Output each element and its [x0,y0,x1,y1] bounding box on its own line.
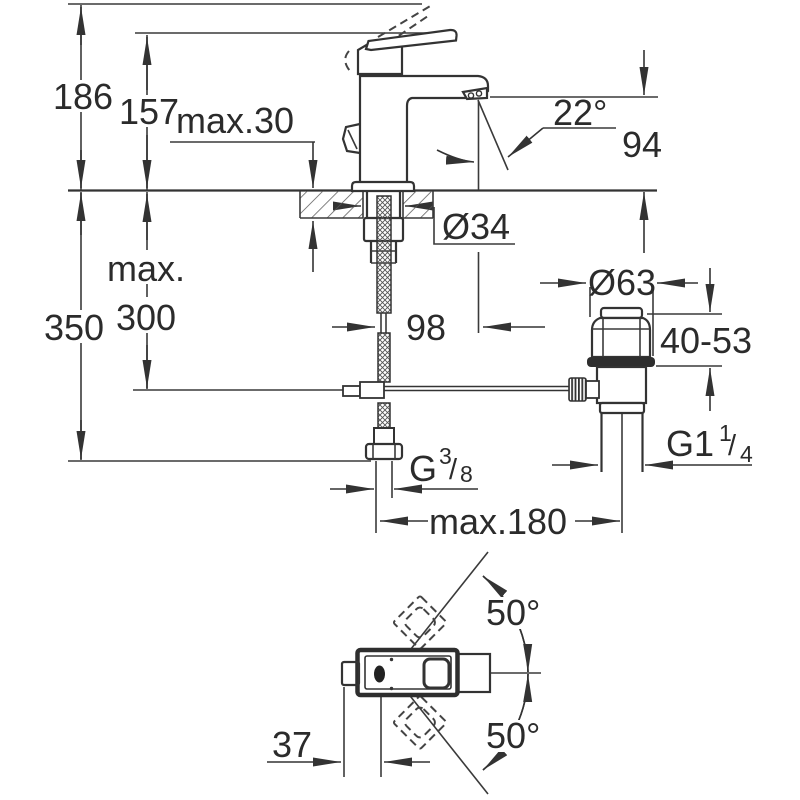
rod-connector [585,380,600,399]
faucet-body-spout [358,74,490,182]
label-depth-limit-2: 300 [116,297,176,338]
faucet-side-view [341,4,569,461]
svg-text:G1: G1 [666,423,714,464]
rod-knurled-knob [568,377,587,402]
countertop-section [299,191,434,219]
waste-lock-ring [598,401,646,415]
popup-knob-top [374,665,385,683]
label-swing-upper: 50° [486,592,540,633]
popup-rod [342,381,569,399]
label-backgrounds [42,80,544,752]
popup-actuator [341,122,361,155]
waste-plug-cap [599,306,644,320]
aerator-dot [475,90,483,97]
svg-text:1: 1 [719,420,732,446]
dimension-labels: 186 157 max.30 22° 94 Ø34 max. 300 350 9… [44,76,753,765]
handle-lever [364,28,458,52]
aerator-top [422,657,451,690]
dimension-arrows [76,7,752,771]
aerator-dot [467,92,475,99]
svg-text:/: / [728,430,737,462]
label-hole-diameter: Ø34 [442,206,510,247]
label-outlet-height: 94 [622,124,662,165]
rear-tab [340,660,361,687]
handle-rotated-dashed [392,595,448,750]
svg-text:3: 3 [439,443,452,469]
label-waste-thread: G1 1 / 4 [666,420,753,467]
svg-text:G: G [409,448,437,489]
popup-waste-assembly [568,306,655,472]
label-max-reach: max.180 [429,501,567,542]
waste-flange-gasket [587,357,655,367]
label-handle-offset: 37 [272,724,312,765]
base-plate [350,180,416,193]
label-depth-limit-1: max. [107,248,185,289]
label-spout-reach: 98 [406,307,446,348]
waste-upper-body [590,316,652,359]
svg-text:4: 4 [740,441,753,467]
label-waste-flange-diameter: Ø63 [588,262,656,303]
label-overall-depth: 350 [44,307,104,348]
label-supply-thread: G 3 / 8 [409,443,473,489]
label-swing-lower: 50° [486,715,540,756]
label-spout-height: 157 [119,91,179,132]
label-stream-angle: 22° [553,92,607,133]
spout-tip-top [456,652,492,694]
label-basin-thickness-range: 40-53 [660,320,752,361]
faucet-top-view [340,595,492,750]
svg-text:/: / [449,454,458,486]
label-overall-height: 186 [53,76,113,117]
supply-hose [364,195,404,461]
waste-lower-body [595,365,648,405]
label-deck-thickness: max.30 [176,100,294,141]
svg-text:8: 8 [460,461,473,487]
